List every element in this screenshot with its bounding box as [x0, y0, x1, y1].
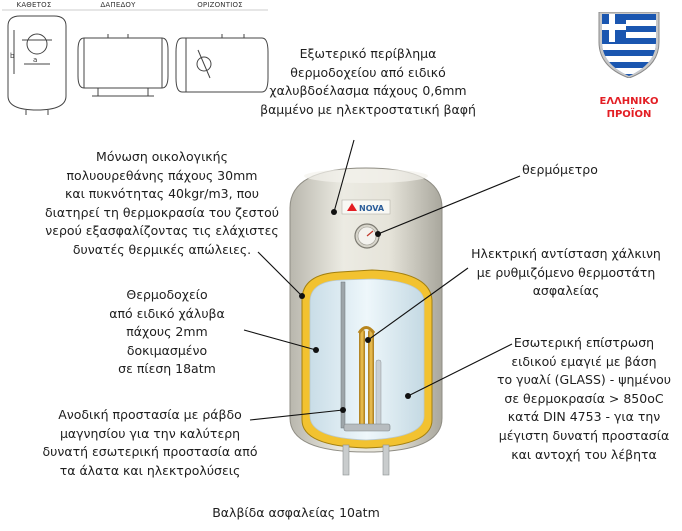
dim-b: b	[10, 52, 15, 60]
callout-tank: Θερμοδοχείο από ειδικό χάλυβα πάχους 2mm…	[109, 287, 225, 377]
callout-heater: Ηλεκτρική αντίσταση χάλκινη με ρυθμιζόμε…	[471, 246, 661, 299]
callout-anode: Ανοδική προστασία με ράβδο μαγνησίου για…	[42, 407, 258, 478]
pointer-outer-casing	[333, 139, 355, 213]
badge-line-1: ΕΛΛΗΝΙΚΟ	[599, 96, 659, 107]
pointer-anode	[249, 409, 344, 421]
pointer-heater	[367, 267, 469, 341]
dim-a: a	[33, 56, 37, 64]
vertical-mount-drawing	[7, 15, 67, 115]
orientation-label-vertical: ΚΑΘΕΤΟΣ	[16, 1, 52, 9]
thermometer-gauge	[354, 223, 380, 249]
copper-heater-element	[357, 326, 382, 431]
callout-thermometer: θερμόμετρο	[522, 162, 598, 177]
badge-line-2: ΠΡΟΪΟΝ	[606, 109, 652, 120]
callout-outer-casing: Εξωτερικό περίβλημα θερμοδοχείου από ειδ…	[260, 46, 476, 117]
greek-flag-shield-icon	[598, 12, 660, 78]
orientation-label-floor: ΔΑΠΕΔΟΥ	[100, 1, 136, 9]
floor-mount-drawing	[77, 34, 169, 97]
outlet-pipe	[382, 444, 390, 476]
callout-valve: Βαλβίδα ασφαλείας 10atm	[212, 505, 380, 520]
orientation-label-horizontal: ΟΡΙΖΟΝΤΙΟΣ	[197, 1, 243, 9]
brand-name: NOVA	[359, 204, 385, 213]
pointer-enamel	[407, 343, 513, 397]
tank-water	[309, 278, 425, 441]
pointer-insulation	[257, 251, 303, 297]
horizontal-mount-drawing	[175, 34, 269, 93]
heater-flange	[343, 423, 391, 432]
pointer-thermometer	[377, 175, 521, 235]
inlet-pipe	[342, 444, 350, 476]
callout-insulation: Μόνωση οικολογικής πολυουρεθάνης πάχους …	[45, 149, 279, 257]
callout-pointer-dots	[299, 209, 411, 413]
callout-enamel: Εσωτερική επίστρωση ειδικού εμαγιέ με βά…	[497, 335, 671, 462]
anode-rod	[340, 281, 346, 429]
pointer-tank	[243, 329, 317, 351]
callout-pointers	[243, 139, 521, 421]
